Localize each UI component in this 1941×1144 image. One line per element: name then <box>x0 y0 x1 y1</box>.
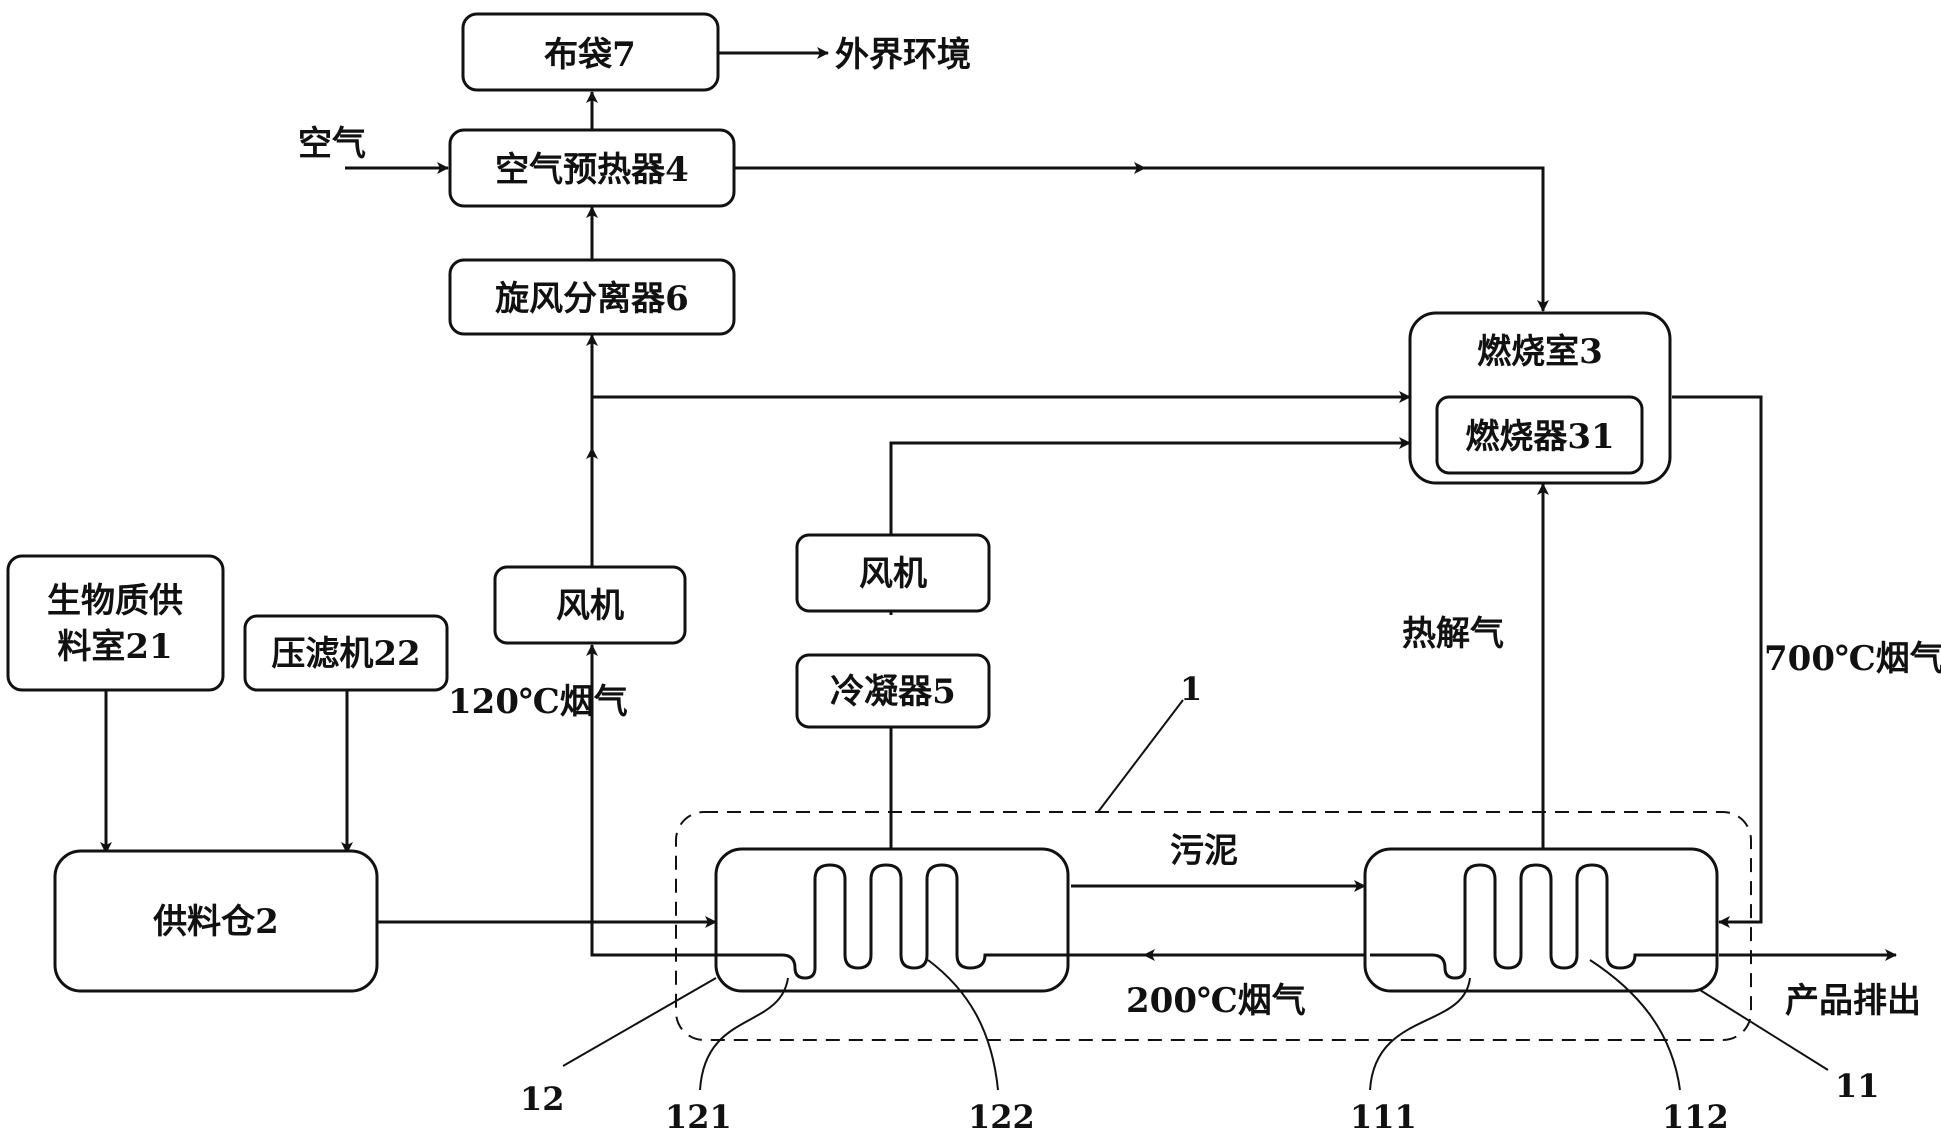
air-preheater-label: 空气预热器4 <box>495 150 689 190</box>
cyclone-label: 旋风分离器6 <box>495 279 689 319</box>
dryer-coil-tube <box>716 863 1068 980</box>
air-label: 空气 <box>298 124 366 164</box>
ref-121: 121 <box>665 1098 732 1136</box>
fan-mid-box: 风机 <box>795 533 991 613</box>
biomass-room-label-line2: 料室21 <box>57 627 172 667</box>
biomass-room-box: 生物质供 料室21 <box>6 554 225 692</box>
filter-press-box: 压滤机22 <box>243 614 449 692</box>
dryer-reactor-12 <box>714 847 1070 993</box>
burner-label: 燃烧器31 <box>1465 417 1614 457</box>
cyclone-box: 旋风分离器6 <box>448 258 736 336</box>
flue-200-label: 200℃烟气 <box>1126 981 1306 1021</box>
leader-121 <box>699 977 789 1091</box>
combustion-chamber-label: 燃烧室3 <box>1477 332 1603 372</box>
ref-122: 122 <box>968 1098 1035 1136</box>
pyrolysis-gas-label: 热解气 <box>1402 614 1504 654</box>
product-out-label: 产品排出 <box>1785 981 1921 1021</box>
line-700-flue <box>1672 395 1763 924</box>
cloth-bag-label: 布袋7 <box>544 35 636 75</box>
leader-11 <box>1699 989 1829 1071</box>
feed-bin-box: 供料仓2 <box>53 849 379 993</box>
ref-111: 111 <box>1350 1098 1417 1136</box>
pyrolyzer-coil-tube <box>1370 863 1717 980</box>
flue-700-label: 700℃烟气 <box>1764 639 1941 679</box>
reactor-group-boundary <box>675 811 1752 1041</box>
ref-1: 1 <box>1180 670 1202 708</box>
flue-120-label: 120℃烟气 <box>448 682 628 722</box>
fan-left-label: 风机 <box>556 586 624 626</box>
leader-12 <box>562 977 717 1067</box>
fan-left-box: 风机 <box>493 565 687 645</box>
leader-112 <box>1589 959 1681 1091</box>
line-preheater-to-combustion <box>734 166 1545 311</box>
feed-bin-label: 供料仓2 <box>152 902 279 942</box>
ref-12: 12 <box>520 1080 565 1118</box>
condenser-label: 冷凝器5 <box>830 672 956 712</box>
sludge-label: 污泥 <box>1170 831 1238 871</box>
leader-122 <box>927 959 999 1091</box>
line-fan-to-burner <box>889 441 1410 535</box>
burner-box: 燃烧器31 <box>1435 395 1644 475</box>
ref-112: 112 <box>1662 1098 1729 1136</box>
leader-1 <box>1097 699 1184 813</box>
environment-label: 外界环境 <box>835 35 971 75</box>
ref-11: 11 <box>1835 1067 1880 1105</box>
cloth-bag-box: 布袋7 <box>461 12 720 92</box>
air-preheater-box: 空气预热器4 <box>448 128 736 208</box>
filter-press-label: 压滤机22 <box>271 634 420 674</box>
fan-mid-label: 风机 <box>859 554 927 594</box>
condenser-box: 冷凝器5 <box>795 653 991 729</box>
leader-111 <box>1369 977 1471 1091</box>
biomass-room-label-line1: 生物质供 <box>47 581 183 621</box>
pyrolyzer-reactor-11 <box>1363 847 1719 993</box>
